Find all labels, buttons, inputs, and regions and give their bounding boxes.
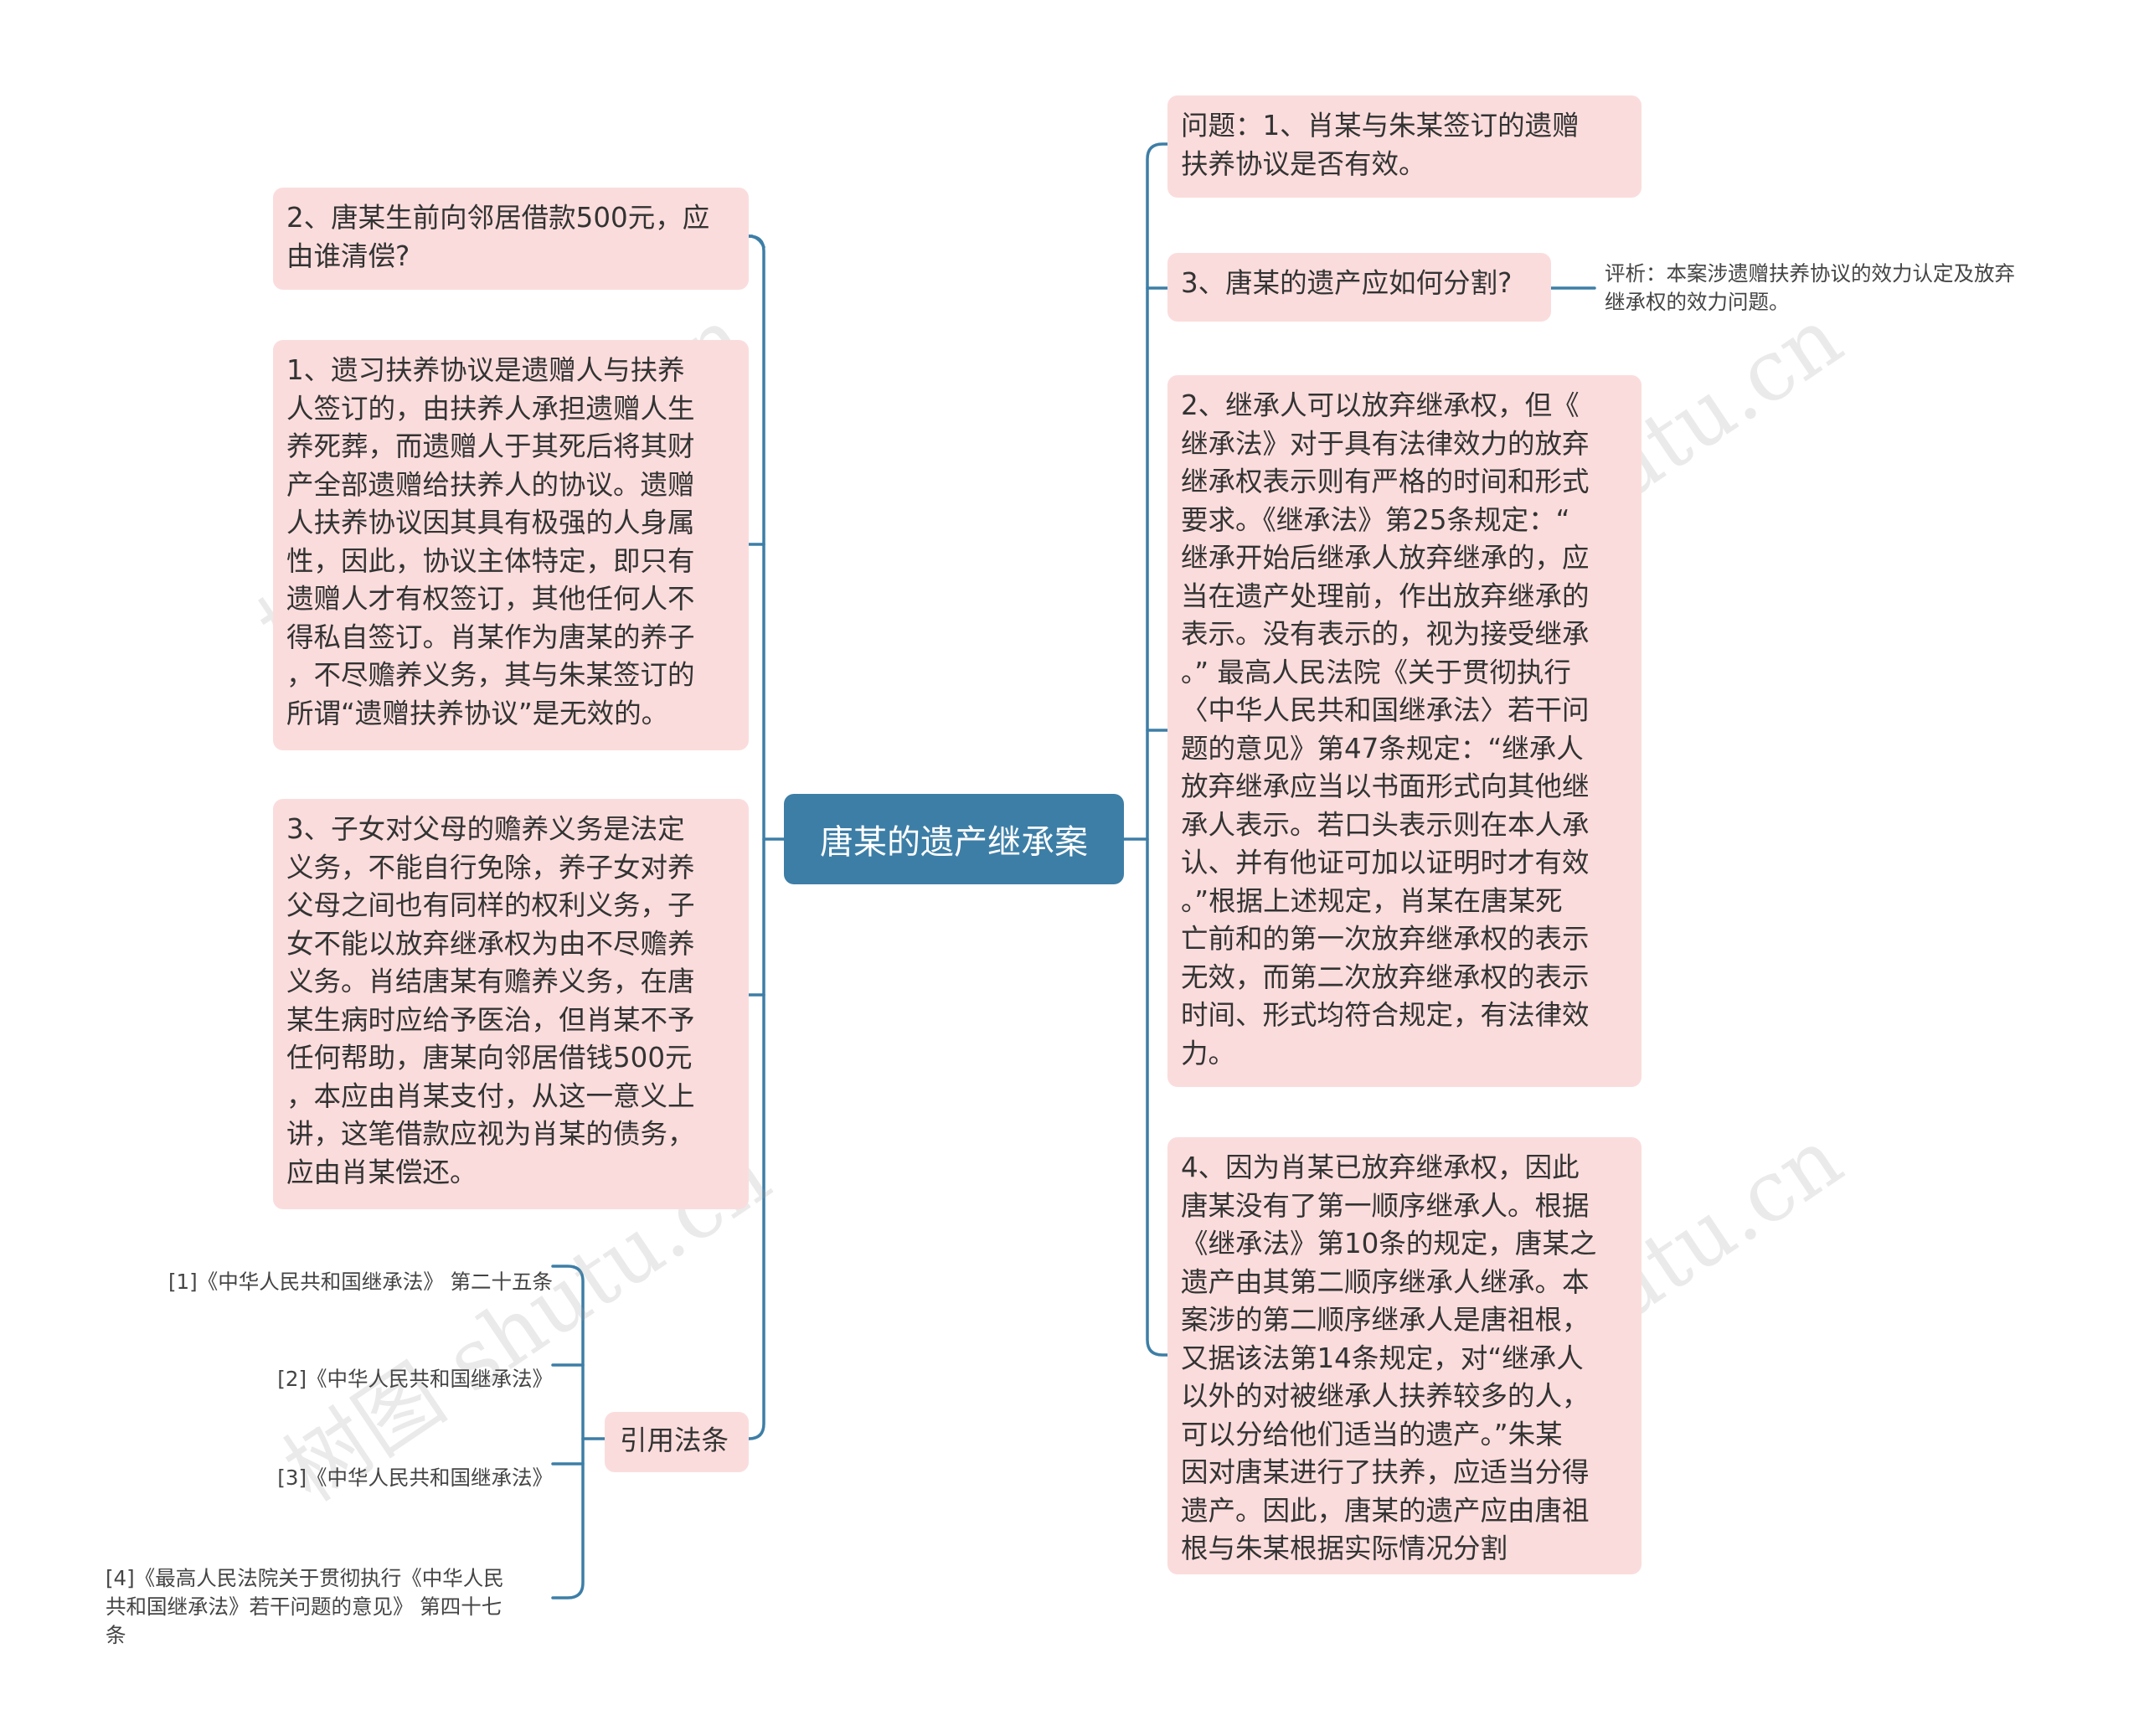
reference-item: [2]《中华人民共和国继承法》 — [277, 1367, 553, 1391]
left-node-answer-1[interactable]: 1、遗习扶养协议是遗赠人与扶养 人签订的，由扶养人承担遗赠人生 养死葬，而遗赠人… — [273, 340, 749, 750]
left-node-answer-3[interactable]: 3、子女对父母的赡养义务是法定 义务，不能自行免除，养子女对养 父母之间也有同样… — [273, 799, 749, 1209]
reference-item: [1]《中华人民共和国继承法》 第二十五条 — [168, 1270, 553, 1294]
left-node-references[interactable]: 引用法条 — [605, 1412, 749, 1472]
right-node-question-3[interactable]: 3、唐某的遗产应如何分割? — [1167, 253, 1551, 322]
right-node-question-1[interactable]: 问题：1、肖某与朱某签订的遗赠 扶养协议是否有效。 — [1167, 95, 1642, 198]
left-node-question-2[interactable]: 2、唐某生前向邻居借款500元，应 由谁清偿? — [273, 188, 749, 290]
right-note-analysis: 评析：本案涉遗赠扶养协议的效力认定及放弃 继承权的效力问题。 — [1605, 261, 2015, 314]
reference-item: [3]《中华人民共和国继承法》 — [277, 1466, 553, 1490]
reference-item: [4]《最高人民法院关于贯彻执行《中华人民 共和国继承法》若干问题的意见》 第四… — [106, 1566, 504, 1647]
right-node-answer-2[interactable]: 2、继承人可以放弃继承权，但《 继承法》对于具有法律效力的放弃 继承权表示则有严… — [1167, 375, 1642, 1087]
right-node-answer-4[interactable]: 4、因为肖某已放弃继承权，因此 唐某没有了第一顺序继承人。根据 《继承法》第10… — [1167, 1137, 1642, 1574]
root-topic[interactable]: 唐某的遗产继承案 — [784, 794, 1124, 884]
